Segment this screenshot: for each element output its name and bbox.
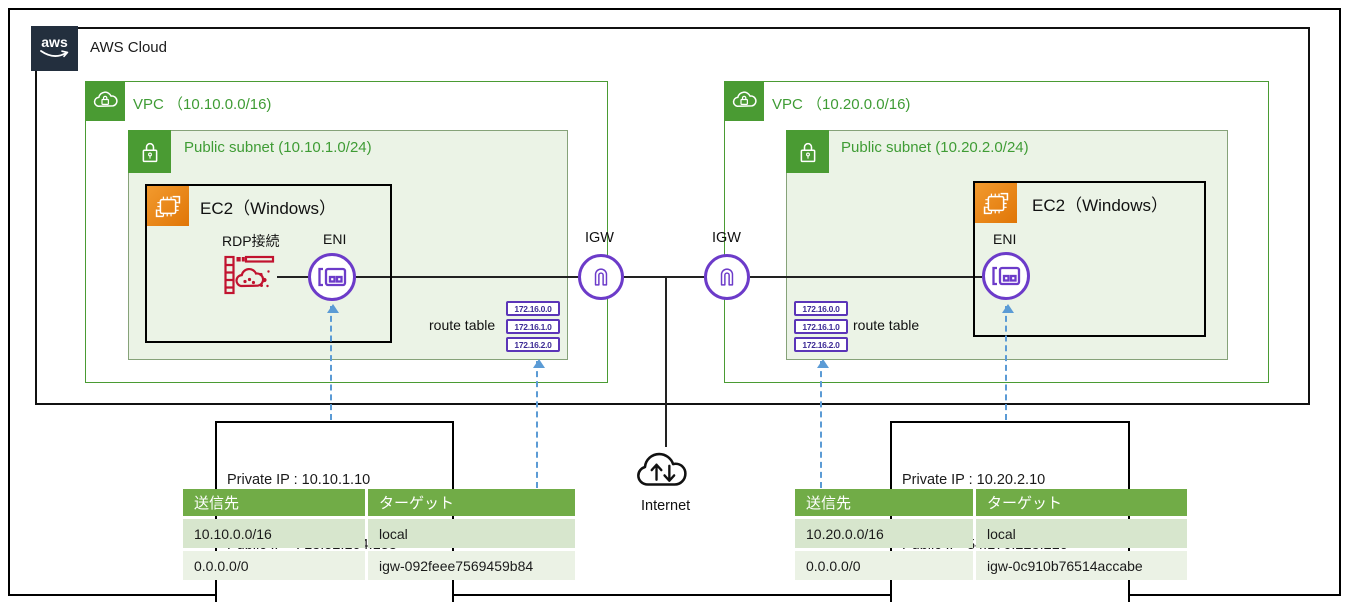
table-cell: 10.20.0.0/16: [795, 519, 973, 548]
arrow-table-to-routes-right: [817, 359, 829, 488]
lock-glyph: [800, 142, 815, 162]
subnet-right-frame: [786, 130, 1228, 360]
internet-cloud-icon: [633, 444, 695, 494]
table-cell: 10.10.0.0/16: [183, 519, 365, 548]
ec2-chip-glyph: [983, 192, 1009, 214]
route-table-left-label: route table: [429, 317, 496, 333]
route-entry-icon: 172.16.1.0: [506, 319, 560, 334]
vpc-cloud-lock-glyph: [93, 91, 118, 107]
route-entry-icon: 172.16.0.0: [506, 301, 560, 316]
subnet-lock-icon: [786, 130, 829, 173]
rdp-label: RDP接続: [222, 233, 280, 249]
vpc-cloud-lock-glyph: [732, 91, 757, 107]
connector-igw-internet: [665, 277, 667, 447]
column-header: 送信先: [183, 489, 365, 516]
table-cell: local: [368, 519, 575, 548]
ec2-left-frame: [145, 184, 392, 343]
eni-glyph: [318, 267, 347, 287]
lock-glyph: [142, 142, 157, 162]
vpc-right-title: VPC （10.20.0.0/16): [772, 96, 911, 113]
subnet-lock-icon: [128, 130, 171, 173]
eni-left-icon: [308, 253, 356, 301]
ec2-icon: [975, 183, 1017, 223]
connector-eni-igw-left: [356, 276, 578, 278]
eni-glyph: [992, 266, 1021, 286]
route-table-right-icons: 172.16.0.0 172.16.1.0 172.16.2.0: [794, 301, 848, 355]
connector-rdp-eni: [277, 276, 308, 278]
table-cell: igw-0c910b76514accabe: [976, 551, 1187, 580]
igw-left-icon: [578, 254, 624, 300]
aws-logo-icon: aws: [31, 26, 78, 71]
vpc-icon: [85, 81, 125, 121]
route-entry-icon: 172.16.1.0: [794, 319, 848, 334]
ec2-chip-glyph: [155, 195, 181, 217]
connector-igw-eni-right: [750, 276, 982, 278]
route-table-left: 送信先 ターゲット 10.10.0.0/16 local 0.0.0.0/0 i…: [183, 489, 575, 580]
arrow-callout-to-eni-right: [1002, 304, 1014, 420]
table-cell: igw-092feee7569459b84: [368, 551, 575, 580]
subnet-right-title: Public subnet (10.20.2.0/24): [841, 139, 1029, 156]
rdp-connection-icon: [223, 254, 275, 296]
route-entry-icon: 172.16.2.0: [794, 337, 848, 352]
vpc-icon: [724, 81, 764, 121]
igw-arch-glyph: [720, 268, 734, 286]
internet-label: Internet: [641, 498, 691, 514]
arrow-callout-to-eni-left: [327, 304, 339, 420]
route-table-right-label: route table: [853, 317, 920, 333]
subnet-left-title: Public subnet (10.10.1.0/24): [184, 139, 372, 156]
ec2-right-title: EC2（Windows）: [1032, 196, 1169, 215]
subnet-left-frame: [128, 130, 568, 360]
table-cell: 0.0.0.0/0: [183, 551, 365, 580]
private-ip-right: Private IP : 10.20.2.10: [902, 471, 1046, 488]
ec2-icon: [147, 186, 189, 226]
igw-arch-glyph: [594, 268, 608, 286]
connector-igw-igw: [624, 276, 704, 278]
table-cell: local: [976, 519, 1187, 548]
column-header: ターゲット: [976, 489, 1187, 516]
column-header: ターゲット: [368, 489, 575, 516]
aws-logo-text: aws: [41, 34, 68, 50]
column-header: 送信先: [795, 489, 973, 516]
eni-right-icon: [982, 252, 1030, 300]
aws-smile-swoosh: [39, 50, 68, 58]
igw-right-label: IGW: [712, 230, 741, 246]
igw-right-icon: [704, 254, 750, 300]
route-table-left-icons: 172.16.0.0 172.16.1.0 172.16.2.0: [506, 301, 560, 355]
route-entry-icon: 172.16.2.0: [506, 337, 560, 352]
route-entry-icon: 172.16.0.0: [794, 301, 848, 316]
ec2-left-title: EC2（Windows）: [200, 199, 337, 218]
private-ip-left: Private IP : 10.10.1.10: [227, 471, 371, 488]
ec2-right-frame: [973, 181, 1206, 337]
igw-left-label: IGW: [585, 230, 614, 246]
diagram-outer-border: [8, 8, 1341, 596]
eni-right-label: ENI: [993, 231, 1017, 247]
route-table-right: 送信先 ターゲット 10.20.0.0/16 local 0.0.0.0/0 i…: [795, 489, 1187, 580]
table-cell: 0.0.0.0/0: [795, 551, 973, 580]
aws-cloud-group-frame: [35, 27, 1310, 405]
vpc-left-title: VPC （10.10.0.0/16): [133, 96, 272, 113]
eni-left-label: ENI: [323, 231, 347, 247]
arrow-table-to-routes-left: [533, 359, 545, 488]
aws-cloud-label: AWS Cloud: [90, 39, 167, 56]
